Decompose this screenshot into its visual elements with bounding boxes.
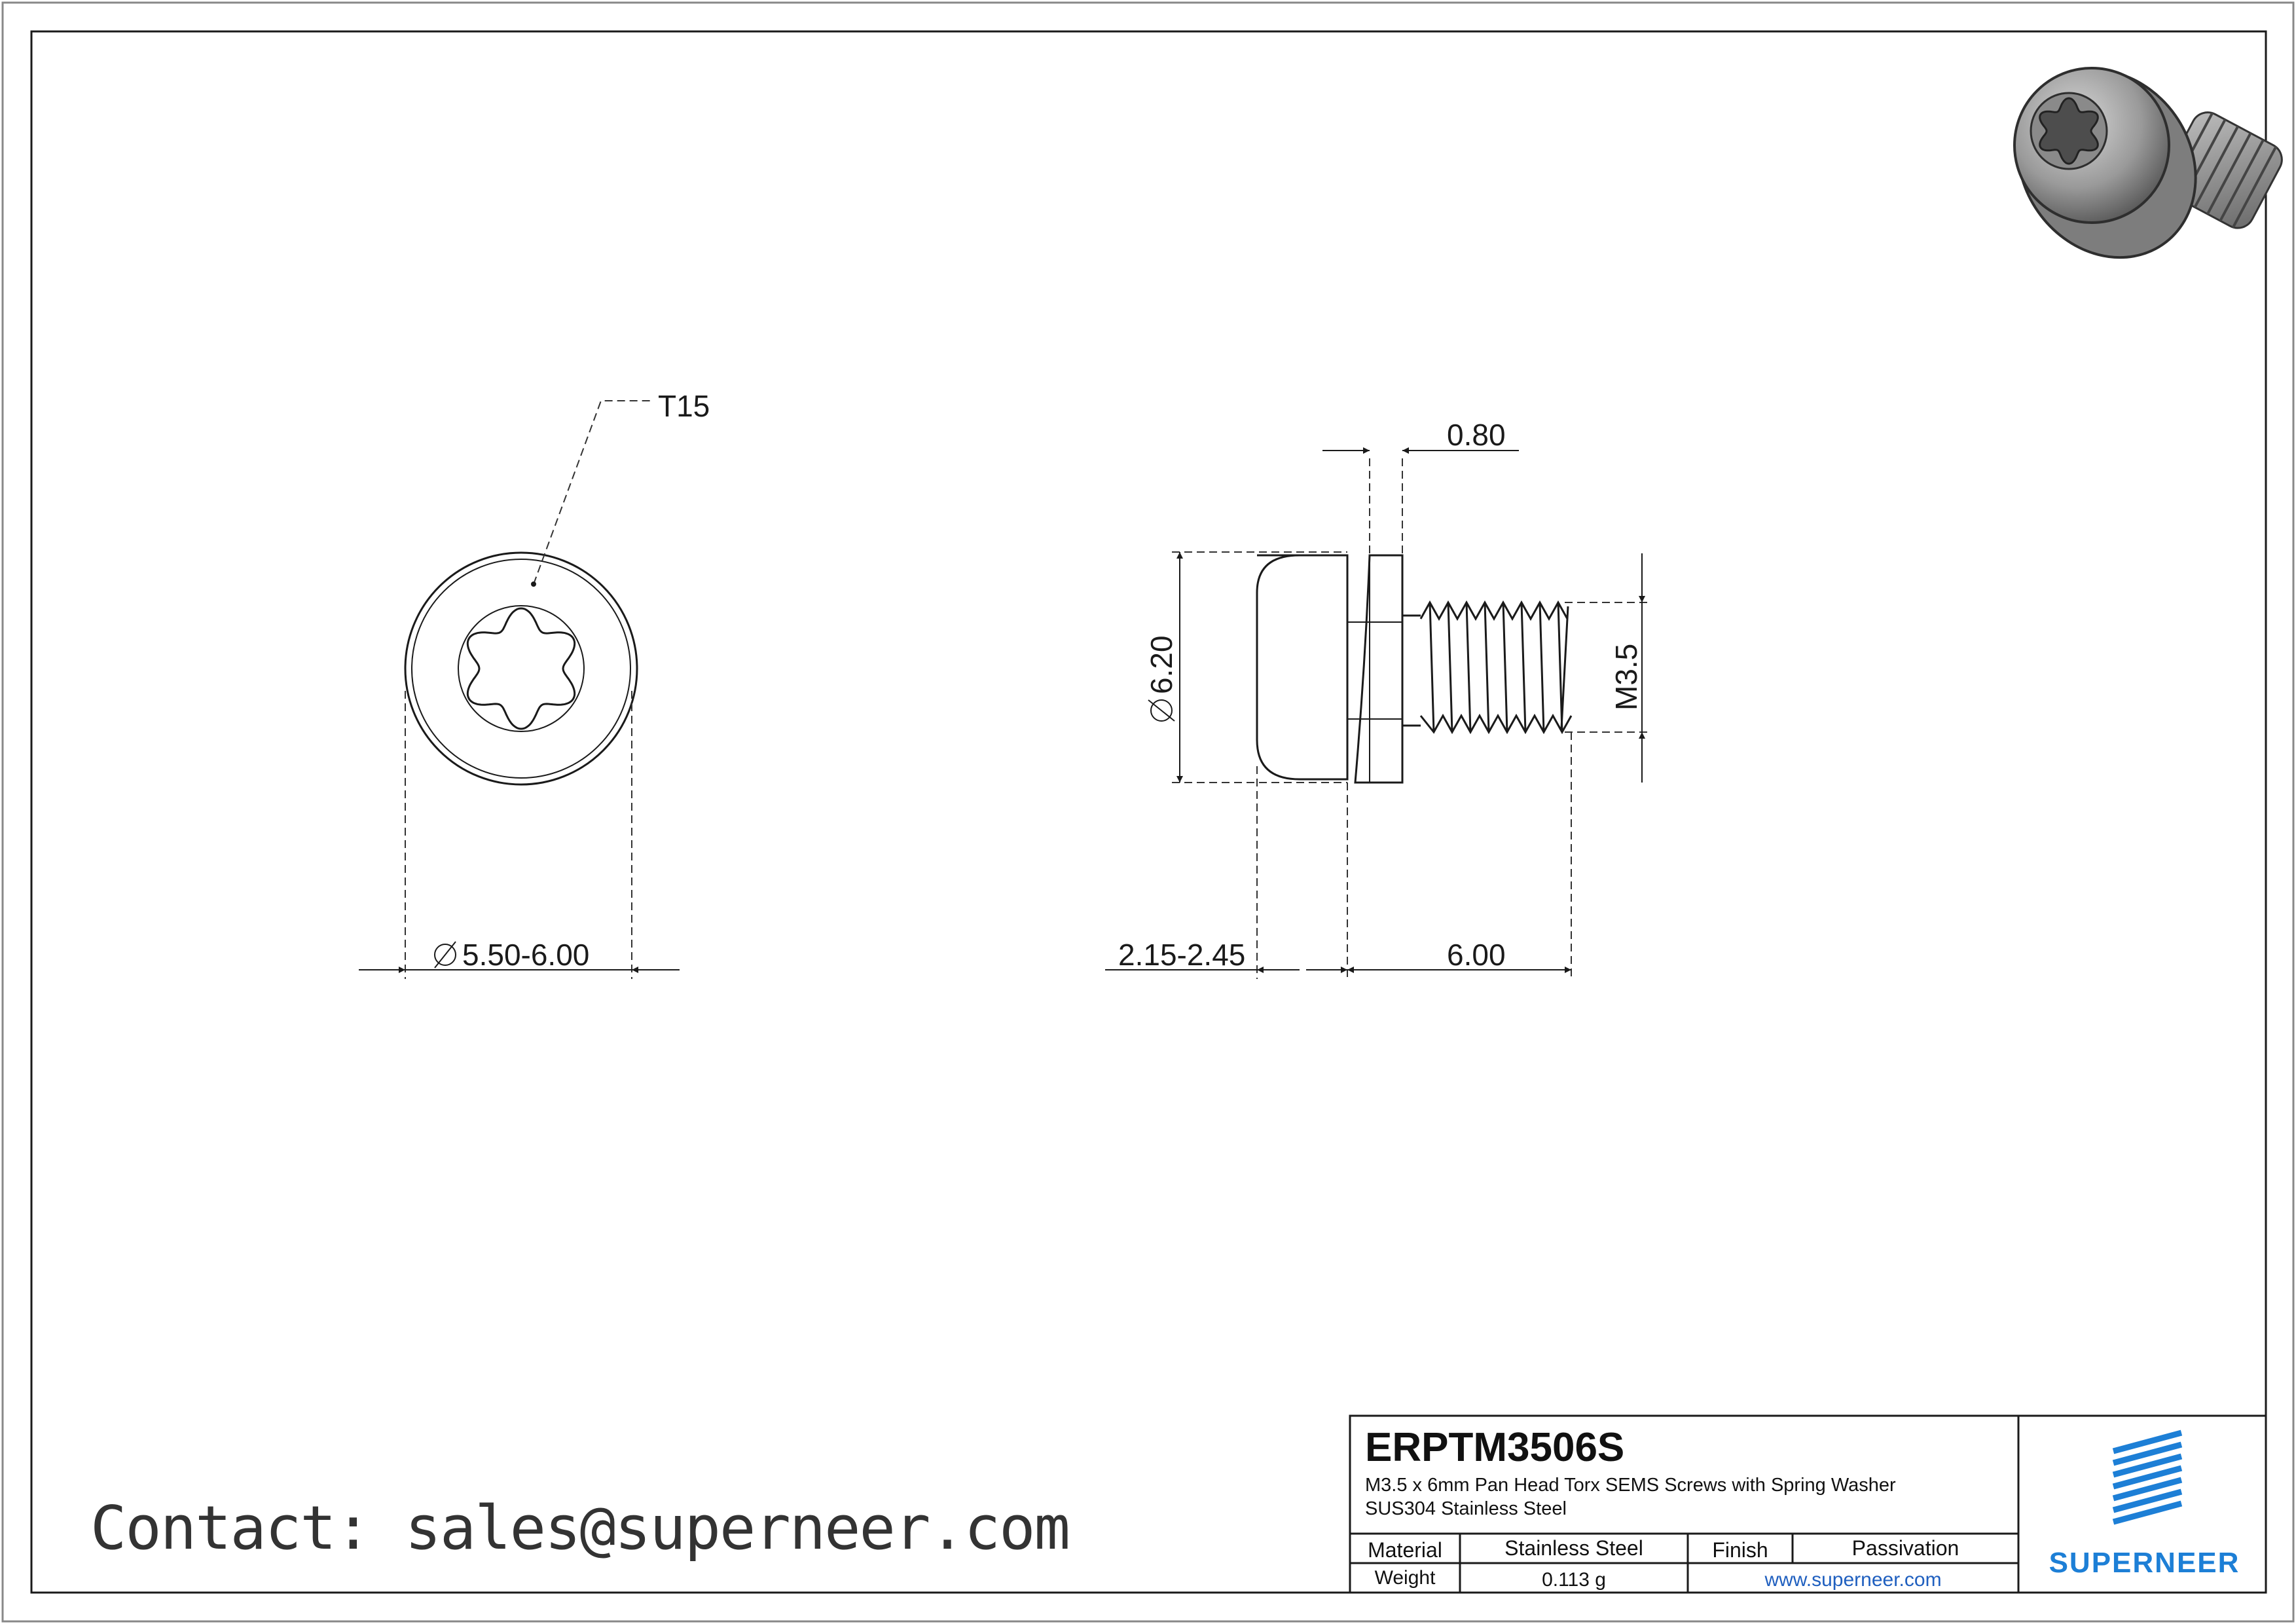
finish-label: Finish (1712, 1538, 1768, 1562)
diameter-symbol-icon (434, 941, 456, 969)
weight-label: Weight (1374, 1567, 1436, 1589)
screw-3d-render (2013, 67, 2283, 259)
drawing-border (30, 30, 2267, 1594)
head-diameter-range-label: 5.50-6.00 (462, 938, 589, 972)
part-number: ERPTM3506S (1365, 1425, 1625, 1470)
website-link[interactable]: www.superneer.com (1764, 1569, 1942, 1591)
finish-value: Passivation (1851, 1536, 1959, 1560)
length-label: 6.00 (1447, 938, 1506, 972)
t15-leader (533, 400, 653, 585)
side-head-diameter-label: 6.20 (1144, 635, 1178, 694)
t15-label: T15 (658, 389, 710, 423)
diameter-symbol-icon (1148, 699, 1175, 722)
contact-email: Contact: sales@superneer.com (90, 1493, 1070, 1563)
pan-head (1256, 554, 1349, 781)
head-inner-edge (411, 559, 631, 779)
spring-washer (1354, 554, 1404, 784)
thread-profile (1419, 600, 1573, 735)
head-outline (404, 551, 638, 786)
recess-outline (458, 605, 585, 732)
torx-recess-icon (466, 607, 576, 730)
material-value: Stainless Steel (1504, 1536, 1643, 1560)
title-block-grid (1349, 1414, 2267, 1594)
brand-name: SUPERNEER (2049, 1547, 2240, 1579)
top-view: T15 5.50-6.00 (359, 389, 710, 979)
part-description: M3.5 x 6mm Pan Head Torx SEMS Screws wit… (1365, 1475, 1896, 1519)
head-height-label: 2.15-2.45 (1118, 938, 1245, 972)
material-label: Material (1368, 1538, 1442, 1562)
thread-size-label: M3.5 (1609, 644, 1643, 710)
side-view: 0.80 6.20 M3.5 2.15-2.45 (1105, 418, 1650, 979)
weight-value: 0.113 g (1542, 1569, 1606, 1591)
superneer-logo-icon (2112, 1430, 2183, 1525)
washer-thickness-label: 0.80 (1447, 418, 1506, 452)
